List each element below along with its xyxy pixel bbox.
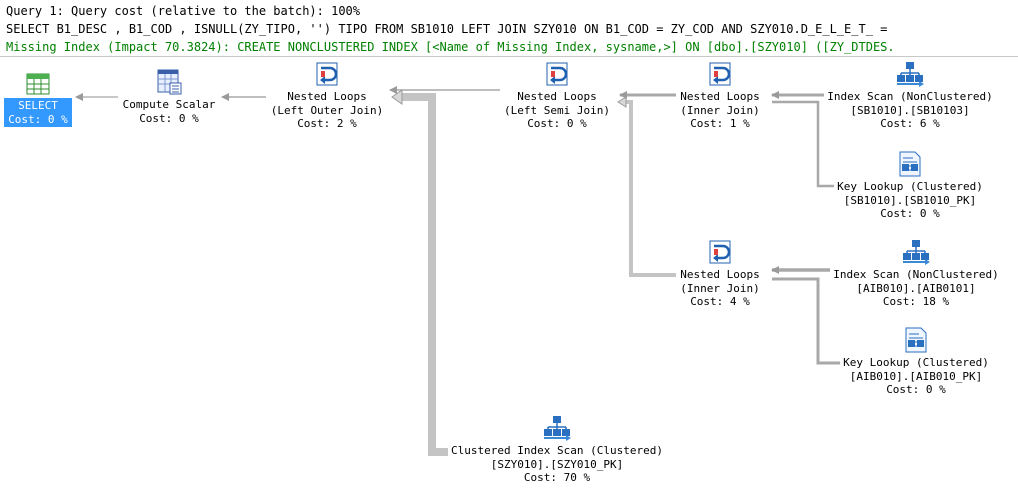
node-detail: [AIB010].[AIB0101] xyxy=(856,281,976,295)
node-cost: Cost: 6 % xyxy=(880,117,940,130)
node-detail: (Left Outer Join) xyxy=(270,103,384,117)
node-detail: [AIB010].[AIB010_PK] xyxy=(849,369,983,383)
clustered-index-scan-icon xyxy=(543,415,571,445)
arrow-inner2-to-semi-head xyxy=(617,96,627,108)
result-select-icon xyxy=(26,73,50,99)
compute-scalar-icon xyxy=(156,69,182,99)
nested-loops-icon xyxy=(708,239,732,269)
node-name: Nested Loops xyxy=(287,90,367,103)
plan-node-key-lookup-aib010[interactable]: Key Lookup (Clustered) [AIB010].[AIB010_… xyxy=(826,326,1006,397)
nested-loops-icon xyxy=(708,61,732,91)
node-name: Key Lookup (Clustered) xyxy=(843,356,989,369)
plan-node-key-lookup-sb1010[interactable]: Key Lookup (Clustered) [SB1010].[SB1010_… xyxy=(820,150,1000,221)
plan-node-compute-scalar[interactable]: Compute Scalar Cost: 0 % xyxy=(79,68,259,125)
node-name: Nested Loops xyxy=(680,90,760,103)
node-cost: Cost: 70 % xyxy=(523,471,591,484)
node-cost: Cost: 0 % xyxy=(139,111,199,125)
arrow-keylookup-sb-to-inner1 xyxy=(772,100,834,188)
header-separator xyxy=(0,56,1018,57)
plan-node-nested-loops-inner-2[interactable]: Nested Loops (Inner Join) Cost: 4 % xyxy=(630,238,810,309)
arrow-clustered-to-outer-head xyxy=(391,89,403,105)
plan-node-clustered-index-scan-szy010[interactable]: Clustered Index Scan (Clustered) [SZY010… xyxy=(437,414,677,485)
key-lookup-icon xyxy=(904,327,928,357)
arrow-keylookup-aib-to-inner2 xyxy=(772,277,840,365)
index-scan-icon xyxy=(896,61,924,91)
index-scan-icon xyxy=(902,239,930,269)
node-detail: (Inner Join) xyxy=(680,103,760,117)
sql-text-line: SELECT B1_DESC , B1_COD , ISNULL(ZY_TIPO… xyxy=(6,22,888,36)
node-cost: Cost: 18 % xyxy=(882,295,950,308)
node-detail: (Inner Join) xyxy=(680,281,760,295)
node-cost: Cost: 2 % xyxy=(297,117,357,130)
node-cost: Cost: 0 % xyxy=(886,383,946,396)
node-cost: Cost: 0 % xyxy=(8,112,68,126)
node-name: Clustered Index Scan (Clustered) xyxy=(451,444,663,457)
node-detail: (Left Semi Join) xyxy=(504,103,610,117)
node-cost: Cost: 0 % xyxy=(527,117,587,130)
arrow-inner2-to-semi xyxy=(626,100,676,277)
node-name: Nested Loops xyxy=(680,268,760,281)
node-detail: [SZY010].[SZY010_PK] xyxy=(490,457,624,471)
node-detail: [SB1010].[SB1010_PK] xyxy=(843,193,977,207)
node-name: Nested Loops xyxy=(517,90,597,103)
node-name: Key Lookup (Clustered) xyxy=(837,180,983,193)
node-cost: Cost: 0 % xyxy=(880,207,940,220)
plan-node-nested-loops-semi[interactable]: Nested Loops (Left Semi Join) Cost: 0 % xyxy=(467,60,647,131)
node-cost: Cost: 4 % xyxy=(690,295,750,308)
node-cost: Cost: 1 % xyxy=(690,117,750,130)
plan-node-nested-loops-outer[interactable]: Nested Loops (Left Outer Join) Cost: 2 % xyxy=(237,60,417,131)
plan-node-select[interactable]: SELECT Cost: 0 % xyxy=(4,68,72,127)
nested-loops-icon xyxy=(545,61,569,91)
plan-node-index-scan-aib010[interactable]: Index Scan (NonClustered) [AIB010].[AIB0… xyxy=(826,238,1006,309)
arrow-clustered-to-outer xyxy=(400,93,448,456)
node-name: SELECT xyxy=(18,99,58,112)
nested-loops-icon xyxy=(315,61,339,91)
plan-node-index-scan-sb1010[interactable]: Index Scan (NonClustered) [SB1010].[SB10… xyxy=(820,60,1000,131)
query-cost-line: Query 1: Query cost (relative to the bat… xyxy=(6,4,361,18)
node-name: Index Scan (NonClustered) xyxy=(833,268,999,281)
plan-node-nested-loops-inner-1[interactable]: Nested Loops (Inner Join) Cost: 1 % xyxy=(630,60,810,131)
node-name: Compute Scalar xyxy=(122,98,216,111)
node-detail: [SB1010].[SB10103] xyxy=(850,103,970,117)
node-name: Index Scan (NonClustered) xyxy=(827,90,993,103)
missing-index-hint[interactable]: Missing Index (Impact 70.3824): CREATE N… xyxy=(6,40,895,54)
key-lookup-icon xyxy=(898,151,922,181)
